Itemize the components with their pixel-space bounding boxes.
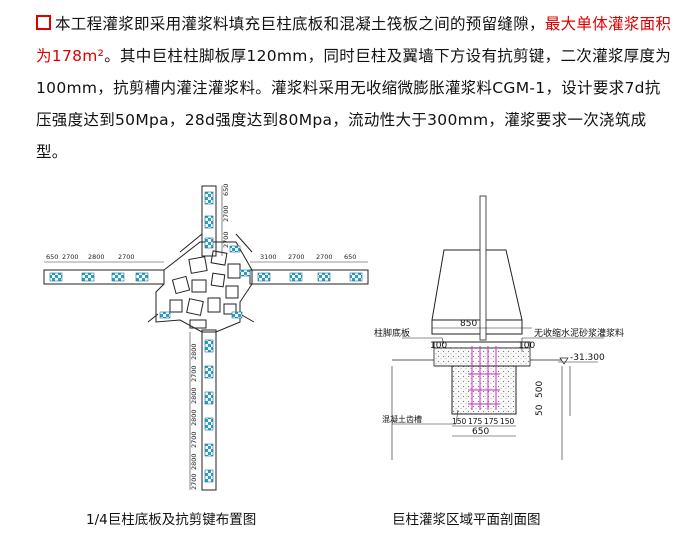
- dim-top-1: 650: [222, 184, 230, 196]
- bullet-square-icon: [36, 15, 51, 30]
- dim-left-3: 2800: [88, 253, 105, 261]
- dim-left-1: 650: [46, 253, 58, 261]
- dim-left-2: 2700: [62, 253, 79, 261]
- dim-bottom-5: 2700: [190, 431, 198, 448]
- dim-bottom-6: 2800: [190, 453, 198, 470]
- dim-150-right: 150: [500, 417, 515, 426]
- column-shape: [431, 249, 523, 321]
- grout-zone: [433, 347, 531, 367]
- label-groove: 混凝土齿槽: [382, 414, 422, 424]
- dim-right-1: 3100: [260, 253, 277, 261]
- paragraph-part-2: 。其中巨柱柱脚板厚120mm，同时巨柱及翼墙下方设有抗剪键，二次灌浆厚度为100…: [36, 47, 672, 161]
- dim-left-4: 2700: [118, 253, 135, 261]
- dim-500: 500: [535, 381, 545, 398]
- dim-top-3: 2700: [222, 231, 230, 248]
- dim-100-right: 100: [518, 341, 535, 351]
- description-paragraph: 本工程灌浆即采用灌浆料填充巨柱底板和混凝土筏板之间的预留缝隙，最大单体灌浆面积为…: [36, 8, 676, 168]
- top-wall-arm: [201, 185, 217, 257]
- dim-bottom-7: 2700: [190, 473, 198, 490]
- base-plate-layout-drawing: 650 2700 2800 2700 3100 2700 2700 650 65…: [43, 184, 369, 491]
- anchor-pole: [479, 195, 487, 341]
- label-base-plate: 柱脚底板: [374, 327, 410, 339]
- dim-bottom-4: 2800: [190, 409, 198, 426]
- dim-150-left: 150: [452, 417, 467, 426]
- column-base: [431, 319, 523, 335]
- elevation-label: -31.300: [570, 353, 605, 363]
- label-grout: 无收缩水泥砂浆灌浆料: [534, 327, 624, 339]
- dim-175-right: 175: [484, 417, 499, 426]
- dim-bottom-3: 2800: [190, 387, 198, 404]
- bottom-wall-arm: [201, 329, 217, 491]
- dim-right-2: 2700: [288, 253, 305, 261]
- dim-right-3: 2700: [316, 253, 333, 261]
- dim-bottom-2: 2700: [190, 365, 198, 382]
- dim-right-4: 650: [344, 253, 356, 261]
- right-wall-arm: [249, 269, 369, 285]
- dim-100-left: 100: [430, 341, 447, 351]
- base-plate: [433, 341, 531, 349]
- paragraph-part-1: 本工程灌浆即采用灌浆料填充巨柱底板和混凝土筏板之间的预留缝隙，: [55, 15, 545, 33]
- dim-850: 850: [460, 319, 477, 329]
- dim-50: 50: [535, 404, 545, 416]
- dim-175-left: 175: [468, 417, 483, 426]
- left-figure-caption: 1/4巨柱底板及抗剪键布置图: [86, 512, 257, 528]
- dim-650: 650: [472, 427, 489, 437]
- grouting-section-drawing: 850 柱脚底板 无收缩水泥砂浆灌浆料 100 100 -31.300 500 …: [374, 195, 624, 460]
- dim-bottom-1: 2800: [190, 343, 198, 360]
- dim-top-2: 2700: [222, 205, 230, 222]
- right-figure-caption: 巨柱灌浆区域平面剖面图: [392, 512, 541, 528]
- paragraph-highlight: 最大单体灌浆面积为178m²: [36, 15, 672, 65]
